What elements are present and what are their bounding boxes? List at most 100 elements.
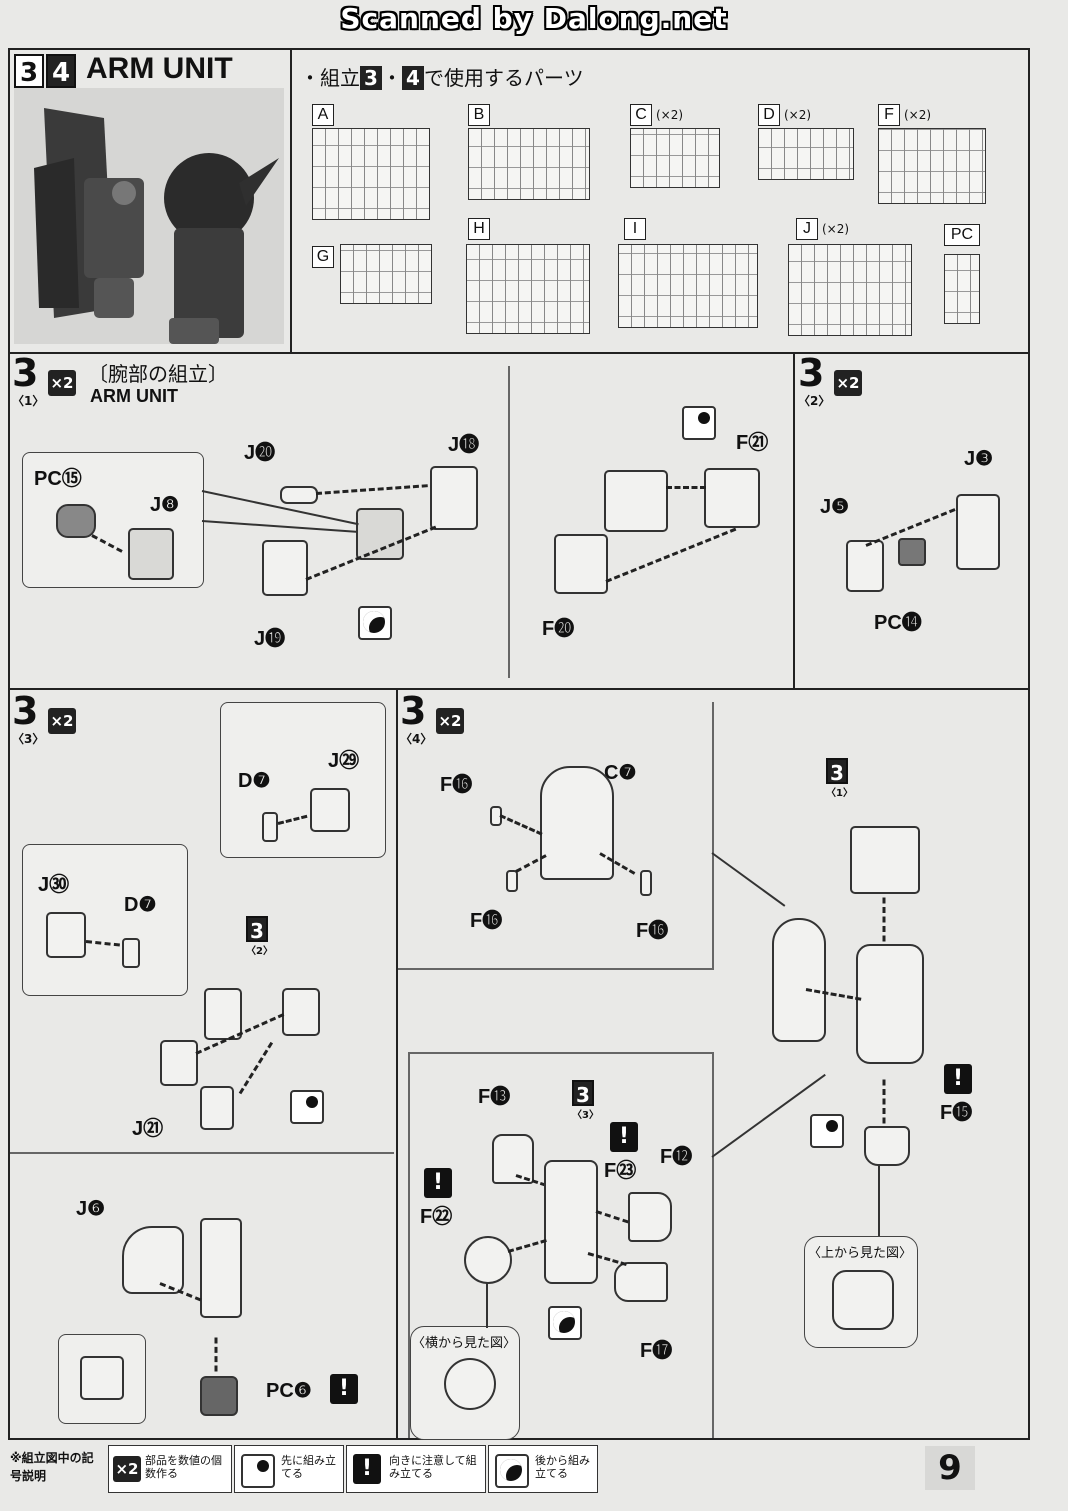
line-f15-view <box>878 1164 880 1236</box>
step4-label-f13: F⓭ <box>478 1086 511 1108</box>
part-j29 <box>310 788 350 832</box>
back-assembly-icon-step4 <box>548 1306 582 1340</box>
step4-subpanel-bottom <box>408 1052 714 1054</box>
step2-divider <box>793 352 795 690</box>
step3-label-pc6: PC❻ <box>266 1380 312 1402</box>
runner-d <box>758 128 854 180</box>
front-assembly-icon <box>682 406 716 440</box>
part-f15-top-view <box>832 1270 894 1330</box>
step1-label-j20: J⓴ <box>244 442 276 464</box>
step1-label-pc15: PC⑮ <box>34 468 82 490</box>
part-j8 <box>128 528 174 580</box>
part-c7 <box>540 766 614 880</box>
step1-title-jp: 〔腕部の組立〕 <box>88 362 228 386</box>
part-f17 <box>614 1262 668 1302</box>
part-j3 <box>956 494 1000 570</box>
runner-label-f: F <box>878 104 900 126</box>
step4-substep: 〈4〉 <box>400 732 433 746</box>
runner-label-pc: PC <box>944 224 980 246</box>
parts-caption-dot: ・ <box>382 66 402 90</box>
part-f15 <box>864 1126 910 1166</box>
part-d7-b <box>122 938 140 968</box>
runner-b <box>468 128 590 200</box>
legend-item-caution: ! 向きに注意して組み立てる <box>346 1445 486 1493</box>
part-j18 <box>430 466 478 530</box>
step1-substep: 〈1〉 <box>12 394 45 408</box>
runner-label-c: C <box>630 104 652 126</box>
step-panel-3-4 <box>8 688 1030 1440</box>
runner-h <box>466 244 590 334</box>
header-divider <box>290 48 292 354</box>
part-j29-assembled <box>282 988 320 1036</box>
step1-label-j18: J⓲ <box>448 434 480 456</box>
step2-label-pc14: PC⓮ <box>874 612 922 634</box>
part-pc6 <box>200 1376 238 1416</box>
step3-number: 3 <box>12 689 39 733</box>
symbol-legend: ※組立図中の記号説明 ×2 部品を数値の個数作る 先に組み立てる ! 向きに注意… <box>10 1445 910 1493</box>
arrow-f21 <box>666 486 706 489</box>
step4-label-f16-b: F⓰ <box>470 910 503 932</box>
legend-multiplier-icon: ×2 <box>113 1456 141 1482</box>
part-j20 <box>280 486 318 504</box>
step3-label-j21: J㉑ <box>132 1118 164 1140</box>
step1-label-f20: F⓴ <box>542 618 575 640</box>
runner-count-j: (×2) <box>822 222 850 236</box>
runner-count-f: (×2) <box>904 108 932 122</box>
step3-ref-2: 3 <box>246 916 268 943</box>
step4-divider <box>396 688 398 1440</box>
step3-ref-2-sub: 〈2〉 <box>246 946 273 957</box>
runner-count-d: (×2) <box>784 108 812 122</box>
caution-icon-f22: ! <box>424 1168 452 1198</box>
step4-label-f16-a: F⓰ <box>440 774 473 796</box>
runner-label-b: B <box>468 104 490 126</box>
arrow-arm-upper <box>882 897 886 942</box>
part-f22-side-view <box>444 1358 496 1410</box>
line-f22-view <box>486 1282 488 1328</box>
step4-subpanel-bottom-side <box>712 1052 714 1438</box>
step1-divider-line <box>508 366 510 678</box>
step4-ref-1: 3 <box>826 758 848 785</box>
step4-label-c7: C❼ <box>604 762 637 784</box>
runner-j <box>788 244 912 336</box>
part-j5 <box>846 540 884 592</box>
parts-caption-step-4: 4 <box>402 66 424 90</box>
part-j18-assembled <box>604 470 668 532</box>
page-number: 9 <box>925 1446 975 1490</box>
part-arm-upper <box>850 826 920 894</box>
step1-title-en: ARM UNIT <box>90 386 178 406</box>
legend-caution-text: 向きに注意して組み立てる <box>389 1454 477 1480</box>
runner-i <box>618 244 758 328</box>
runner-count-c: (×2) <box>656 108 684 122</box>
step1-number: 3 <box>12 351 39 395</box>
runner-label-g: G <box>312 246 334 268</box>
part-f16-a <box>490 806 502 826</box>
legend-item-front: 先に組み立てる <box>234 1445 344 1493</box>
part-pc6-detail <box>80 1356 124 1400</box>
part-f20 <box>554 534 608 594</box>
part-forearm <box>544 1160 598 1284</box>
part-f22 <box>464 1236 512 1284</box>
part-pc14 <box>898 538 926 566</box>
part-j3-assembled <box>204 988 242 1040</box>
runner-label-a: A <box>312 104 334 126</box>
step4-label-f17: F⓱ <box>640 1340 673 1362</box>
part-j30 <box>46 912 86 958</box>
arrow-f15 <box>882 1079 886 1124</box>
product-photo <box>14 88 284 344</box>
arrow-pc6 <box>214 1337 218 1372</box>
legend-front-text: 先に組み立てる <box>281 1454 336 1480</box>
runner-label-i: I <box>624 218 646 240</box>
runner-f <box>878 128 986 204</box>
part-f16-c <box>640 870 652 896</box>
runner-label-j: J <box>796 218 818 240</box>
legend-front-icon <box>241 1454 275 1488</box>
part-j21 <box>200 1086 234 1130</box>
step4-label-f15: F⓯ <box>940 1102 973 1124</box>
step3-label-j6: J❻ <box>76 1198 106 1220</box>
part-arm-joint <box>856 944 924 1064</box>
view-top-label: 〈上から見た図〉 <box>808 1246 913 1261</box>
step4-number: 3 <box>400 689 427 733</box>
part-j19 <box>262 540 308 596</box>
step2-label-j5: J❺ <box>820 496 850 518</box>
